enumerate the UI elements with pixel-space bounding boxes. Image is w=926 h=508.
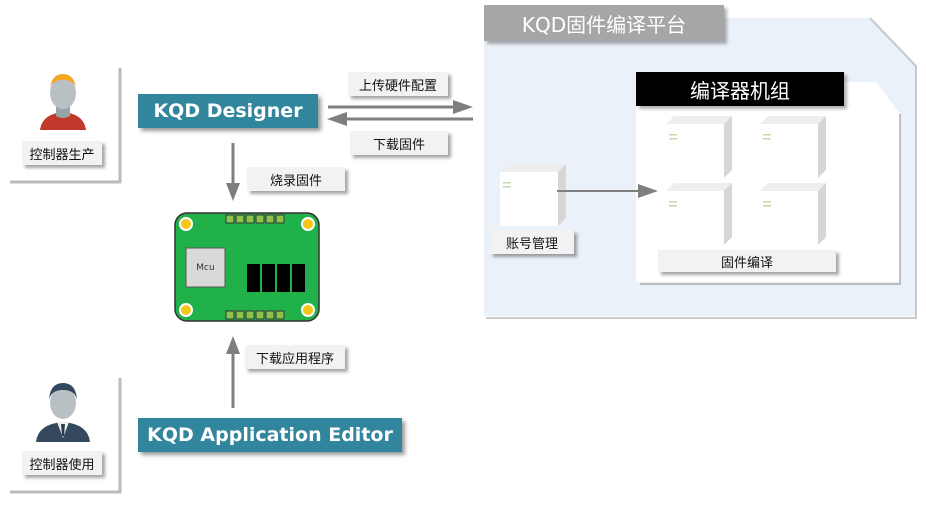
kqd-designer-box: KQD Designer	[138, 94, 318, 128]
upload-config-label: 上传硬件配置	[348, 72, 448, 96]
download-arrow	[327, 112, 473, 126]
upload-arrow	[328, 100, 473, 114]
download-firmware-label: 下载固件	[350, 131, 448, 155]
user-card: 控制器使用	[8, 358, 122, 494]
compiler-server-icon-4	[760, 183, 826, 245]
burn-arrow	[226, 143, 240, 201]
compiler-server-icon-1	[666, 116, 732, 178]
burn-firmware-label: 烧录固件	[247, 167, 345, 191]
compiler-server-icon-3	[666, 183, 732, 245]
download-app-label: 下载应用程序	[245, 345, 345, 369]
kqd-app-editor-box: KQD Application Editor	[138, 418, 402, 452]
compile-label: 固件编译	[658, 250, 836, 272]
mcu-chip-label: Mcu	[196, 262, 215, 273]
producer-card: 控制器生产	[8, 48, 122, 184]
account-to-cluster-arrow	[557, 184, 658, 198]
circuit-board-icon	[174, 212, 320, 322]
person-icon	[40, 74, 86, 130]
account-server-icon	[500, 164, 566, 226]
businessman-icon	[36, 383, 90, 442]
account-mgmt-label: 账号管理	[490, 230, 574, 254]
compiler-server-icon-2	[760, 116, 826, 178]
download-app-arrow	[226, 336, 240, 408]
user-label: 控制器使用	[22, 451, 102, 475]
cluster-title: 编译器机组	[636, 72, 844, 106]
controller-board: Mcu	[174, 212, 320, 322]
producer-label: 控制器生产	[22, 141, 102, 165]
platform-title: KQD固件编译平台	[484, 5, 724, 41]
